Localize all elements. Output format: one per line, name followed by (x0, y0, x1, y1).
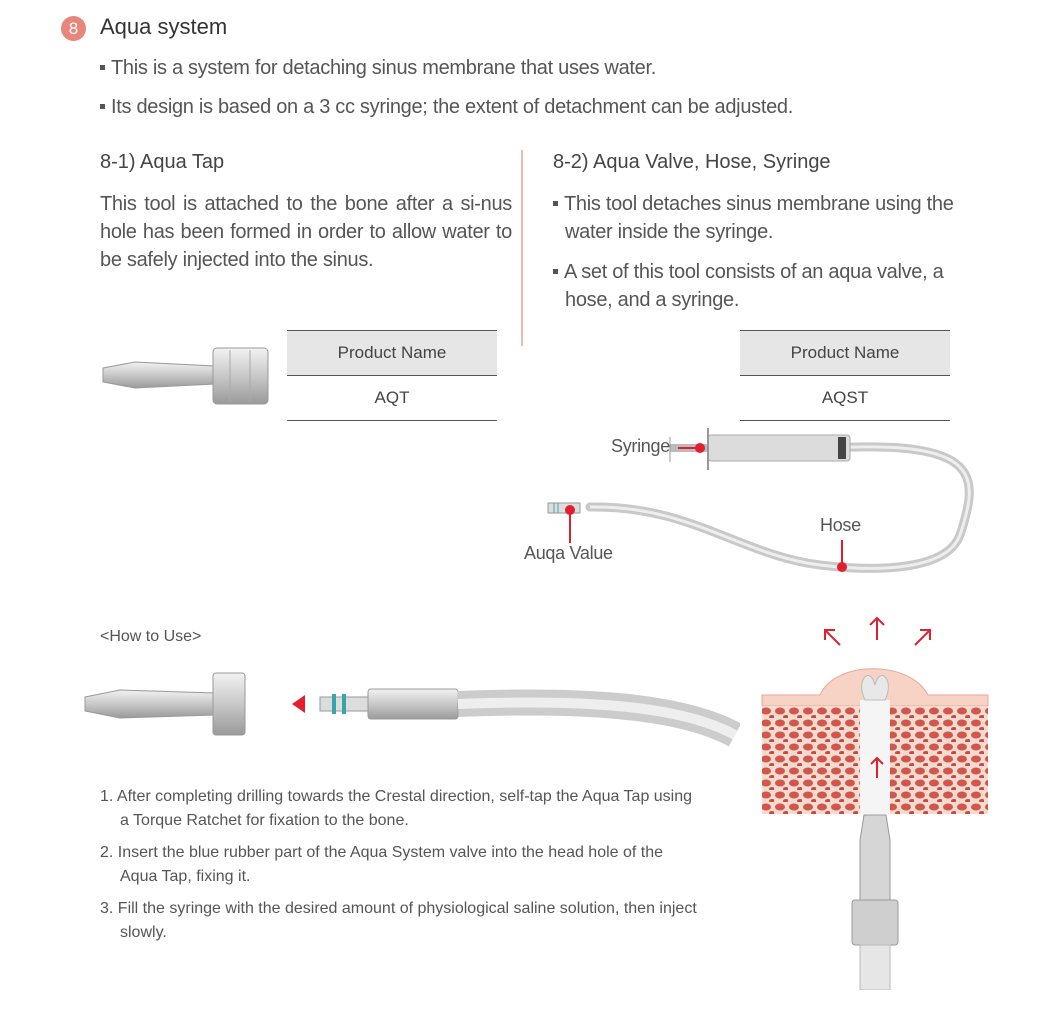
step: 2. Insert the blue rubber part of the Aq… (100, 844, 664, 885)
intro-bullet: Its design is based on a 3 cc syringe; t… (100, 96, 793, 119)
column-divider (521, 150, 523, 346)
table-cell: AQT (287, 376, 497, 421)
syringe-label: Syringe (611, 436, 670, 456)
hose-label: Hose (820, 515, 861, 535)
how-to-use-heading: <How to Use> (100, 628, 202, 645)
aqua-tap-description: This tool is attached to the bone after … (100, 193, 512, 271)
aqua-tap-product-table: Product Name AQT (287, 330, 497, 421)
sinus-lift-diagram (761, 616, 989, 990)
syringe-hose-image (547, 428, 974, 573)
aqua-tap-heading: 8-1) Aqua Tap (100, 151, 225, 173)
how-to-use-image (84, 672, 740, 747)
table-cell: AQST (740, 376, 950, 421)
aqua-tap-image (102, 347, 269, 405)
step: 3. Fill the syringe with the desired amo… (100, 900, 697, 941)
table-header: Product Name (287, 330, 497, 376)
step: 1. After completing drilling towards the… (100, 788, 693, 829)
aqua-valve-label: Auqa Value (524, 543, 613, 563)
aqua-valve-heading: 8-2) Aqua Valve, Hose, Syringe (553, 151, 831, 173)
aqua-valve-product-table: Product Name AQST (740, 330, 950, 421)
intro-bullet: This is a system for detaching sinus mem… (100, 57, 656, 80)
how-to-use-steps: 1. After completing drilling towards the… (100, 785, 700, 953)
aqua-valve-bullet: This tool detaches sinus membrane using … (553, 190, 985, 246)
table-header: Product Name (740, 330, 950, 376)
section-title: Aqua system (100, 14, 228, 39)
aqua-valve-bullet: A set of this tool consists of an aqua v… (553, 258, 965, 314)
section-number-badge: 8 (61, 16, 86, 41)
